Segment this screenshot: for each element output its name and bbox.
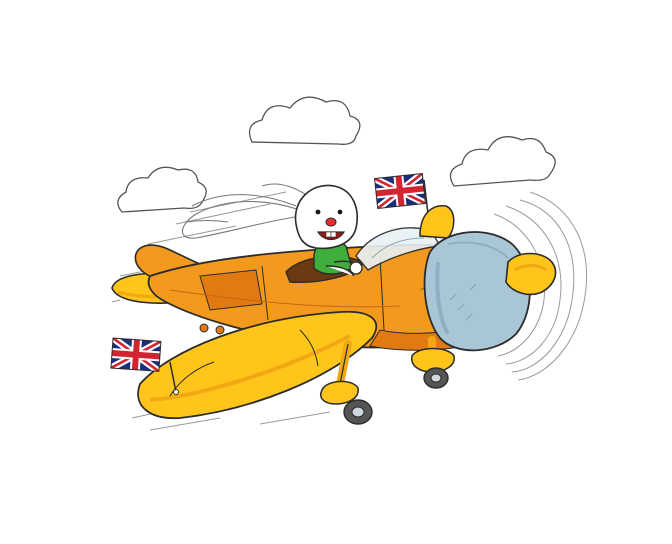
- cloud-icon: [449, 136, 556, 187]
- cloud-icon: [248, 96, 361, 145]
- union-jack-flag-icon: [110, 337, 179, 395]
- propeller-spinner: [505, 252, 557, 296]
- landing-gear: [320, 336, 455, 425]
- upper-wing: [419, 205, 455, 239]
- union-jack-flag-icon: [374, 173, 429, 215]
- engine-cowling: [423, 231, 531, 352]
- rabbit-pilot: [294, 184, 363, 277]
- propeller-icon: [493, 191, 588, 381]
- main-wing: [137, 310, 378, 419]
